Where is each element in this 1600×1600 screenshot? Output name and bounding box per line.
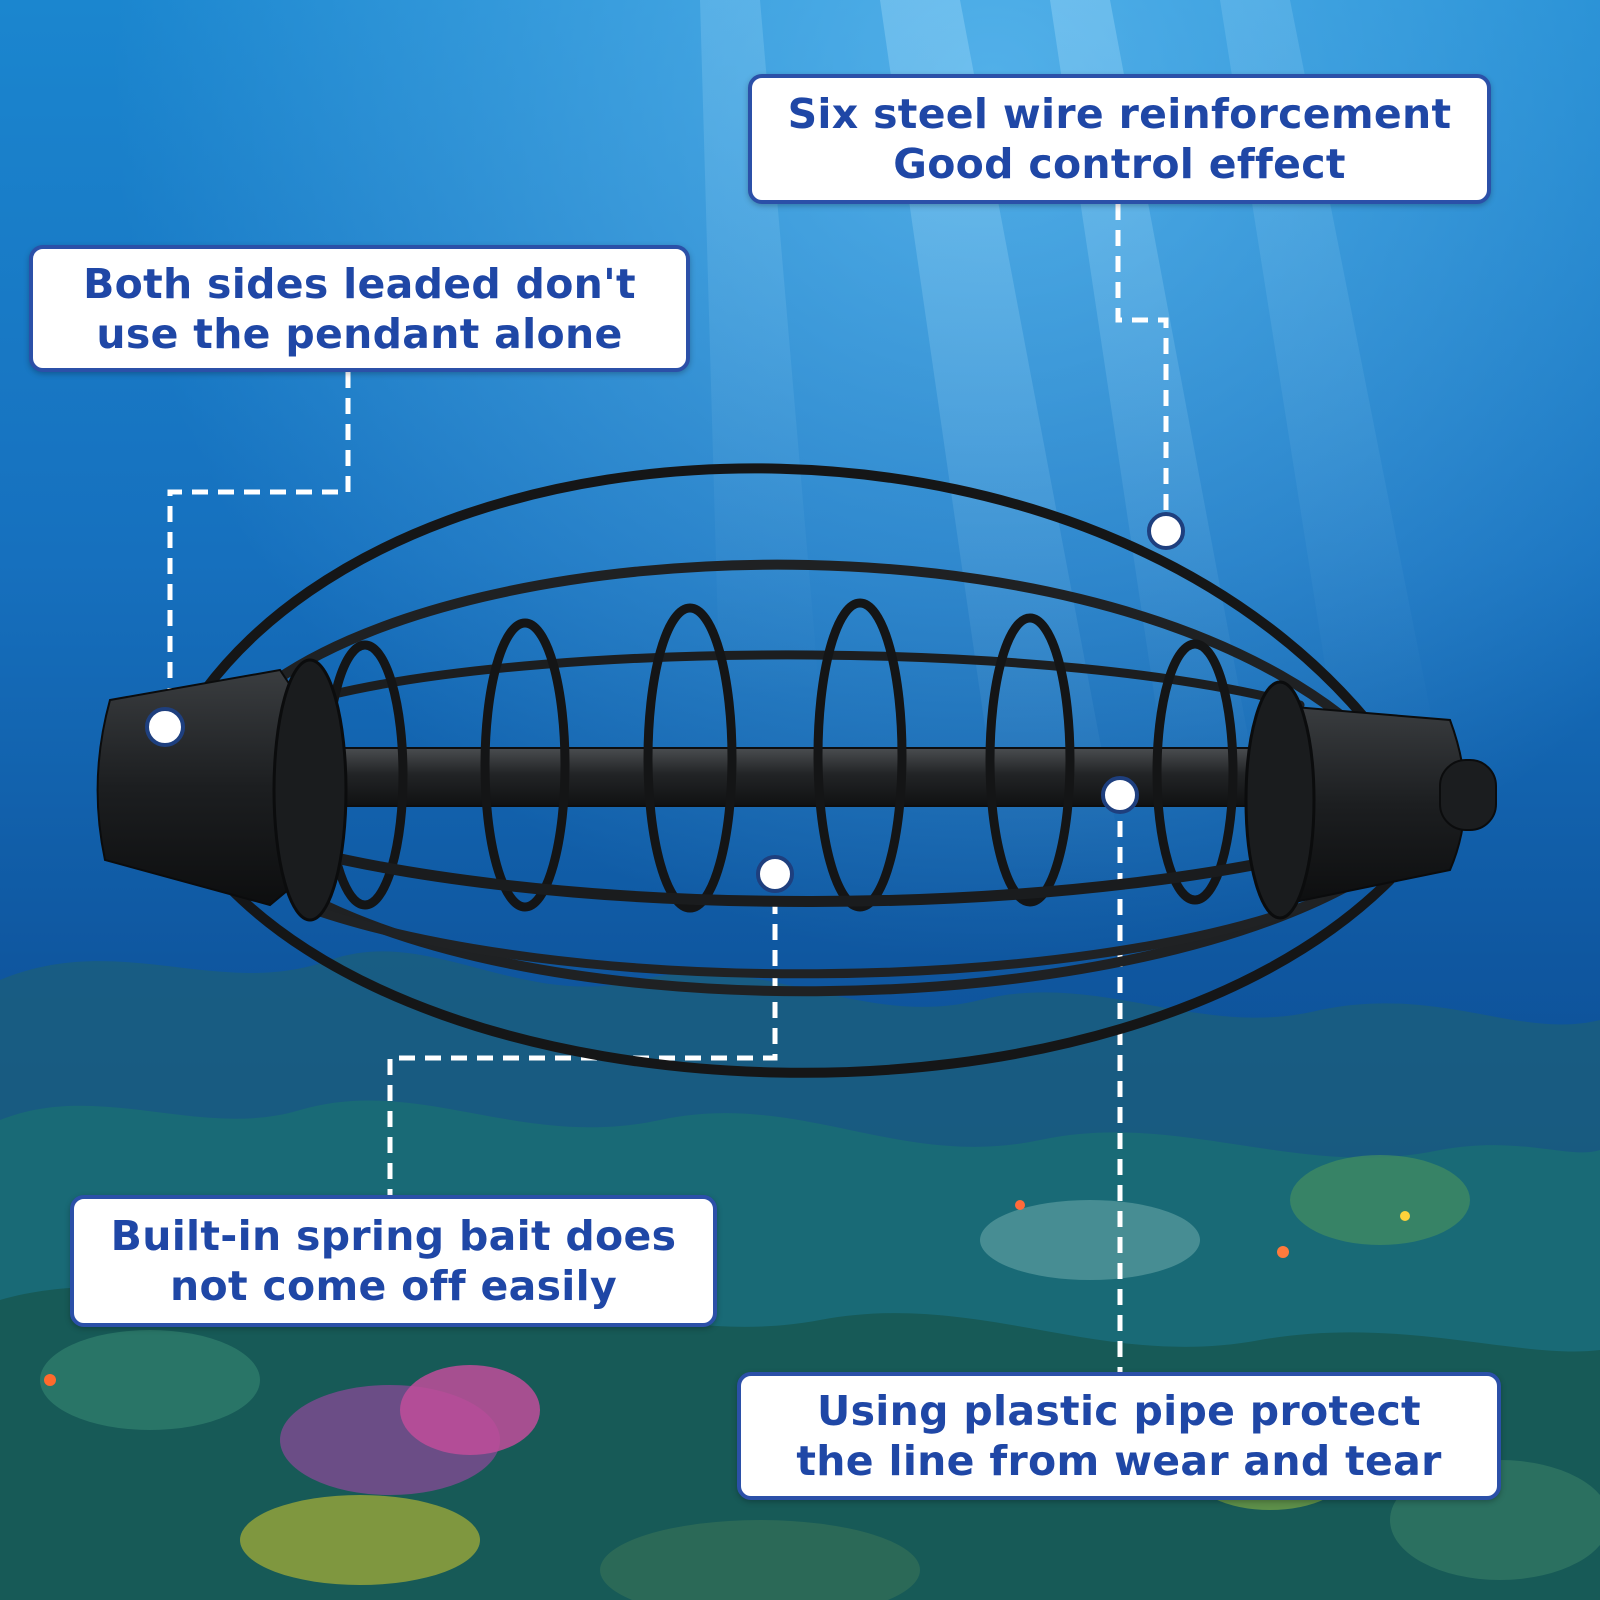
marker-dot-wire — [1147, 512, 1185, 550]
marker-dots — [145, 512, 1185, 893]
callout-spring-bait: Built-in spring bait does not come off e… — [70, 1195, 717, 1327]
callout-text-line-2: the line from wear and tear — [796, 1437, 1442, 1485]
leader-line-lead — [167, 372, 351, 715]
callout-text-line-2: use the pendant alone — [96, 309, 623, 358]
callout-text-line-1: Both sides leaded don't — [83, 259, 636, 308]
marker-dot-lead — [145, 707, 185, 747]
callout-text-line-1: Built-in spring bait does — [110, 1212, 677, 1260]
callout-text-line-1: Using plastic pipe protect — [817, 1387, 1421, 1435]
leader-line-wire — [1115, 204, 1169, 520]
callout-leaded-sides: Both sides leaded don't use the pendant … — [29, 245, 690, 372]
callout-text-line-1: Six steel wire reinforcement — [787, 90, 1452, 138]
marker-dot-spring — [756, 855, 794, 893]
marker-dot-pipe — [1101, 776, 1139, 814]
leader-lines — [167, 204, 1169, 1372]
callout-steel-wire: Six steel wire reinforcement Good contro… — [748, 74, 1491, 204]
callout-text-line-2: not come off easily — [169, 1262, 618, 1310]
leader-line-spring — [387, 872, 778, 1195]
callout-plastic-pipe: Using plastic pipe protect the line from… — [737, 1372, 1501, 1500]
callout-text-line-2: Good control effect — [893, 140, 1346, 188]
